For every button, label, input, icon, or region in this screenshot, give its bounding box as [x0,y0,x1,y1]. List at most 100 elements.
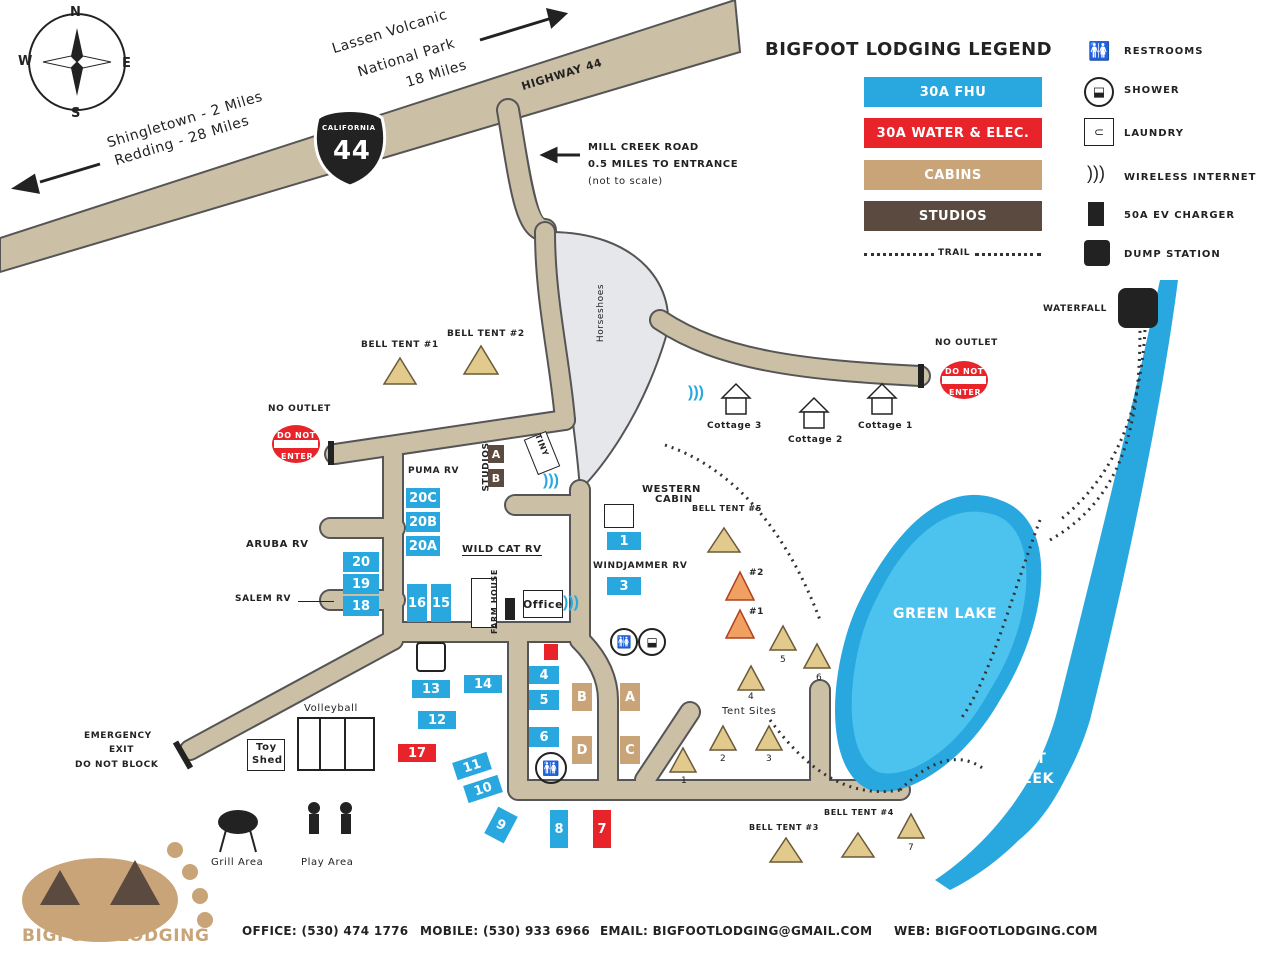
tent-sites-label: Tent Sites [722,706,777,717]
play-area-label: Play Area [301,857,354,868]
do-not-enter-right: DO NOT ENTER [940,361,990,401]
footer-office: OFFICE: (530) 474 1776 [242,924,409,938]
site-15[interactable]: 15 [431,584,451,622]
do-not-enter-right-band [942,376,986,384]
tent-num-3: 3 [766,754,773,764]
legend-water-elec: 30A WATER & ELEC. [864,118,1042,148]
mill-creek-road-distance: 0.5 MILES TO ENTRANCE [588,159,739,170]
tent-num-1: 1 [681,776,688,786]
legend-ev: 50A EV CHARGER [1124,210,1236,221]
creek-label-1: MILL [1007,731,1047,747]
farm-house-label: FARM HOUSE [489,569,499,634]
waterfall-icon [1118,288,1158,328]
tipi-1-label: #1 [749,607,765,617]
toy-shed-label-1: Toy [256,742,277,753]
logo-text: BIGFOOT LODGING [22,926,210,946]
compass-s: S [71,106,81,121]
site-20c[interactable]: 20C [406,488,440,508]
tent-num-6: 6 [816,673,823,683]
footer-web: WEB: BIGFOOTLODGING.COM [894,924,1098,938]
do-not-enter-left-band [274,440,318,448]
legend-studios: STUDIOS [864,201,1042,231]
compass-w: W [18,54,33,69]
laundry-icon: ⊂ [1084,118,1114,146]
volleyball-court [297,717,375,771]
do-not-enter-left-enter: ENTER [281,452,314,461]
office-label: Office [522,597,564,611]
tent-num-2: 2 [720,754,727,764]
shower-map-icon: ⬓ [638,628,666,656]
legend-trail-line-2 [975,253,1041,256]
studio-a[interactable]: A [488,445,504,463]
do-not-enter-left-text: DO NOT [277,431,316,440]
do-not-enter-right-text: DO NOT [945,367,984,376]
wild-cat-rv-label: WILD CAT RV [462,544,542,556]
green-lake-label: GREEN LAKE [893,606,998,622]
emergency-label-1: EMERGENCY [84,731,152,741]
site-8[interactable]: 8 [550,810,568,848]
dump-station-map-icon [416,642,446,672]
bigfoot-logo [22,842,213,942]
cottages [720,382,898,429]
site-7[interactable]: 7 [593,810,611,848]
tiny-label: TINY [533,432,551,458]
cabin-d[interactable]: D [572,736,592,764]
no-outlet-left-gate [328,441,334,465]
no-outlet-left-label: NO OUTLET [268,404,331,414]
legend-title: BIGFOOT LODGING LEGEND [765,39,1053,60]
site-20[interactable]: 20 [343,552,379,572]
mill-creek-road-note: (not to scale) [588,176,663,187]
creek-label-2: SEAT [1005,751,1047,767]
bell-tent-3-label: BELL TENT #3 [749,823,819,832]
direction-arrows [10,7,580,194]
aruba-rv-label: ARUBA RV [246,539,309,550]
site-6[interactable]: 6 [529,727,559,747]
no-outlet-right-gate [918,364,924,388]
tent-num-5: 5 [780,655,787,665]
cottage-1-label: Cottage 1 [858,421,913,431]
site-1[interactable]: 1 [607,532,641,550]
footer-mobile: MOBILE: (530) 933 6966 [420,924,590,938]
compass-rose [28,13,126,111]
legend-restrooms: RESTROOMS [1124,46,1204,57]
tipis [724,570,756,639]
legend-dump: DUMP STATION [1124,249,1221,260]
wifi-map-icon-3: ))) [688,384,704,401]
site-16[interactable]: 16 [407,584,427,622]
studio-b[interactable]: B [488,469,504,487]
shield-top: CALIFORNIA [322,124,376,132]
site-20b[interactable]: 20B [406,512,440,532]
restroom-icon: 🚻 [1088,41,1111,61]
cabin-a[interactable]: A [620,683,640,711]
wifi-map-icon-1: ))) [543,472,559,489]
tent-num-4: 4 [748,692,755,702]
office-building: Office [523,590,563,618]
cabin-c[interactable]: C [620,736,640,764]
shield-number: 44 [333,136,371,166]
site-20a[interactable]: 20A [406,536,440,556]
site-17[interactable]: 17 [398,744,436,762]
wifi-icon: ))) [1087,163,1105,183]
site-3[interactable]: 3 [607,577,641,595]
site-18[interactable]: 18 [343,596,379,616]
no-outlet-right-label: NO OUTLET [935,338,998,348]
site-13[interactable]: 13 [412,680,450,698]
site-19[interactable]: 19 [343,574,379,594]
site-4[interactable]: 4 [529,666,559,684]
site-12[interactable]: 12 [418,711,456,729]
salem-rv-label: SALEM RV [235,594,292,604]
shower-icon: ⬓ [1084,77,1114,107]
cottage-2-label: Cottage 2 [788,435,843,445]
tents [382,344,926,863]
legend-trail: TRAIL [938,248,971,258]
horseshoes-label: Horseshoes [596,283,607,343]
cabin-b[interactable]: B [572,683,592,711]
site-14[interactable]: 14 [464,675,502,693]
puma-rv-label: PUMA RV [408,466,460,476]
legend-shower: SHOWER [1124,85,1180,96]
do-not-enter-right-enter: ENTER [949,388,982,397]
site-5[interactable]: 5 [529,690,559,710]
restroom-icon-2: 🚻 [610,628,638,656]
footer-email: EMAIL: BIGFOOTLODGING@GMAIL.COM [600,924,873,938]
